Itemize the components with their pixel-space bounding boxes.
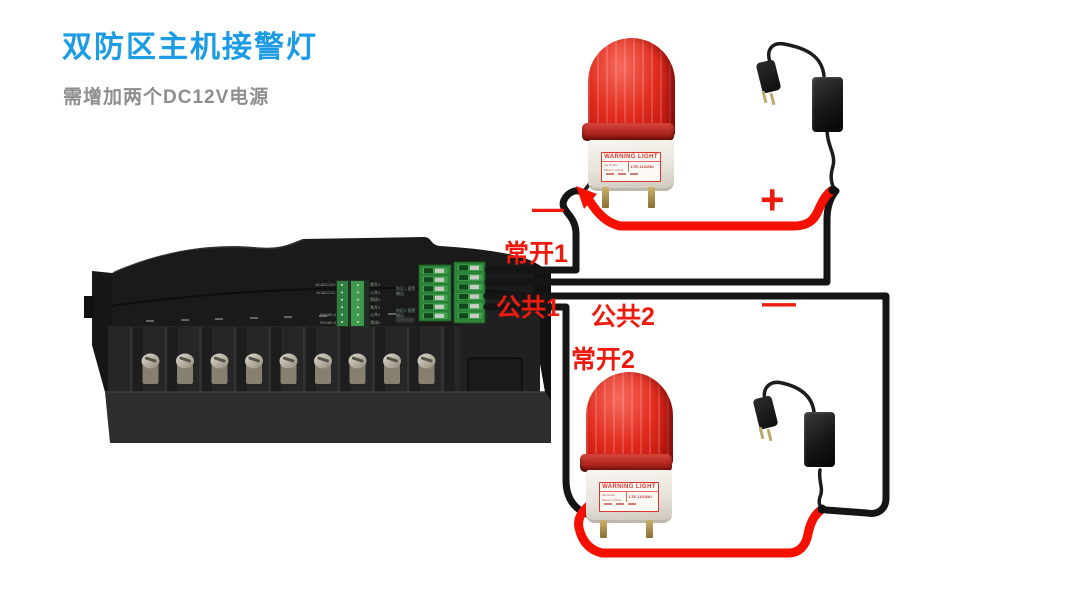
- warning-light-2-flange: [580, 454, 672, 472]
- terminal-block-left: [418, 264, 452, 322]
- red-arrowhead: [576, 186, 597, 209]
- adapter-plug-prong: [766, 428, 773, 442]
- page-subtitle: 需增加两个DC12V电源: [63, 87, 270, 108]
- power-adapter-2-brick: [804, 412, 835, 467]
- warning-light-2-label: WARNING LIGHT CE RoHS Made in China LTE-…: [599, 482, 659, 512]
- warning-light-cert: CE RoHS: [602, 493, 616, 497]
- warning-light-origin: Made in China: [604, 167, 624, 172]
- page-title: 双防区主机接警灯: [62, 31, 318, 64]
- junction-adapter1: [828, 185, 838, 195]
- warning-light-1: WARNING LIGHT CE RoHS Made in China LTE-…: [558, 24, 682, 210]
- power-adapter-2: [749, 378, 849, 478]
- junction-adapter2: [817, 504, 827, 514]
- wire-red-positive-1: [584, 186, 836, 231]
- warning-light-cert: CE RoHS: [604, 163, 618, 167]
- warning-light-2: WARNING LIGHT CE RoHS Made in China LTE-…: [556, 368, 680, 544]
- terminal-block-right: [453, 261, 486, 324]
- warning-light-origin: Made in China: [602, 497, 622, 502]
- adapter1-input-cable: [767, 41, 826, 78]
- annotation-nc1: 常开1: [504, 240, 568, 268]
- annotation-com1: 公共1: [496, 294, 560, 322]
- annotation-plus-zone1: +: [760, 176, 785, 223]
- power-adapter-1: [752, 40, 852, 140]
- alarm-host: [84, 237, 551, 443]
- warning-light-2-dome: [586, 372, 673, 468]
- board-print-zone-groups: 防区1 报警输出 防区2 报警输出: [396, 286, 416, 318]
- screw-terminals: [141, 353, 436, 384]
- power-adapter-1-brick: [812, 77, 843, 132]
- annotation-minus-zone2: —: [762, 284, 796, 322]
- warning-light-2-prong: [646, 520, 653, 538]
- board-printed-diagram: [336, 280, 369, 327]
- annotation-com2: 公共2: [591, 303, 655, 331]
- warning-light-1-prong: [602, 187, 609, 208]
- wire-nc1: [484, 187, 587, 274]
- wire-com2: [483, 292, 890, 517]
- warning-light-1-flange: [582, 123, 674, 141]
- annotation-nc2: 常开2: [571, 346, 635, 374]
- power-adapter-2-plug: [752, 395, 779, 430]
- warning-light-1-label: WARNING LIGHT CE RoHS Made in China LTE-…: [601, 152, 661, 182]
- warning-light-2-prong: [600, 520, 607, 538]
- annotation-minus-zone1: —: [532, 190, 564, 226]
- adapter2-input-cable: [762, 380, 816, 414]
- power-adapter-1-plug: [755, 59, 782, 94]
- board-print-smudge: [396, 318, 414, 322]
- adapter1-output-cable: [825, 127, 836, 191]
- warning-light-title: WARNING LIGHT: [600, 483, 658, 492]
- warning-light-title: WARNING LIGHT: [602, 153, 660, 162]
- adapter-plug-prong: [769, 92, 776, 106]
- warning-light-model: LTE-1101NU: [630, 164, 654, 169]
- warning-light-model: LTE-1101NU: [628, 494, 652, 499]
- warning-light-1-prong: [648, 187, 655, 208]
- wire-red-positive-2: [574, 498, 826, 558]
